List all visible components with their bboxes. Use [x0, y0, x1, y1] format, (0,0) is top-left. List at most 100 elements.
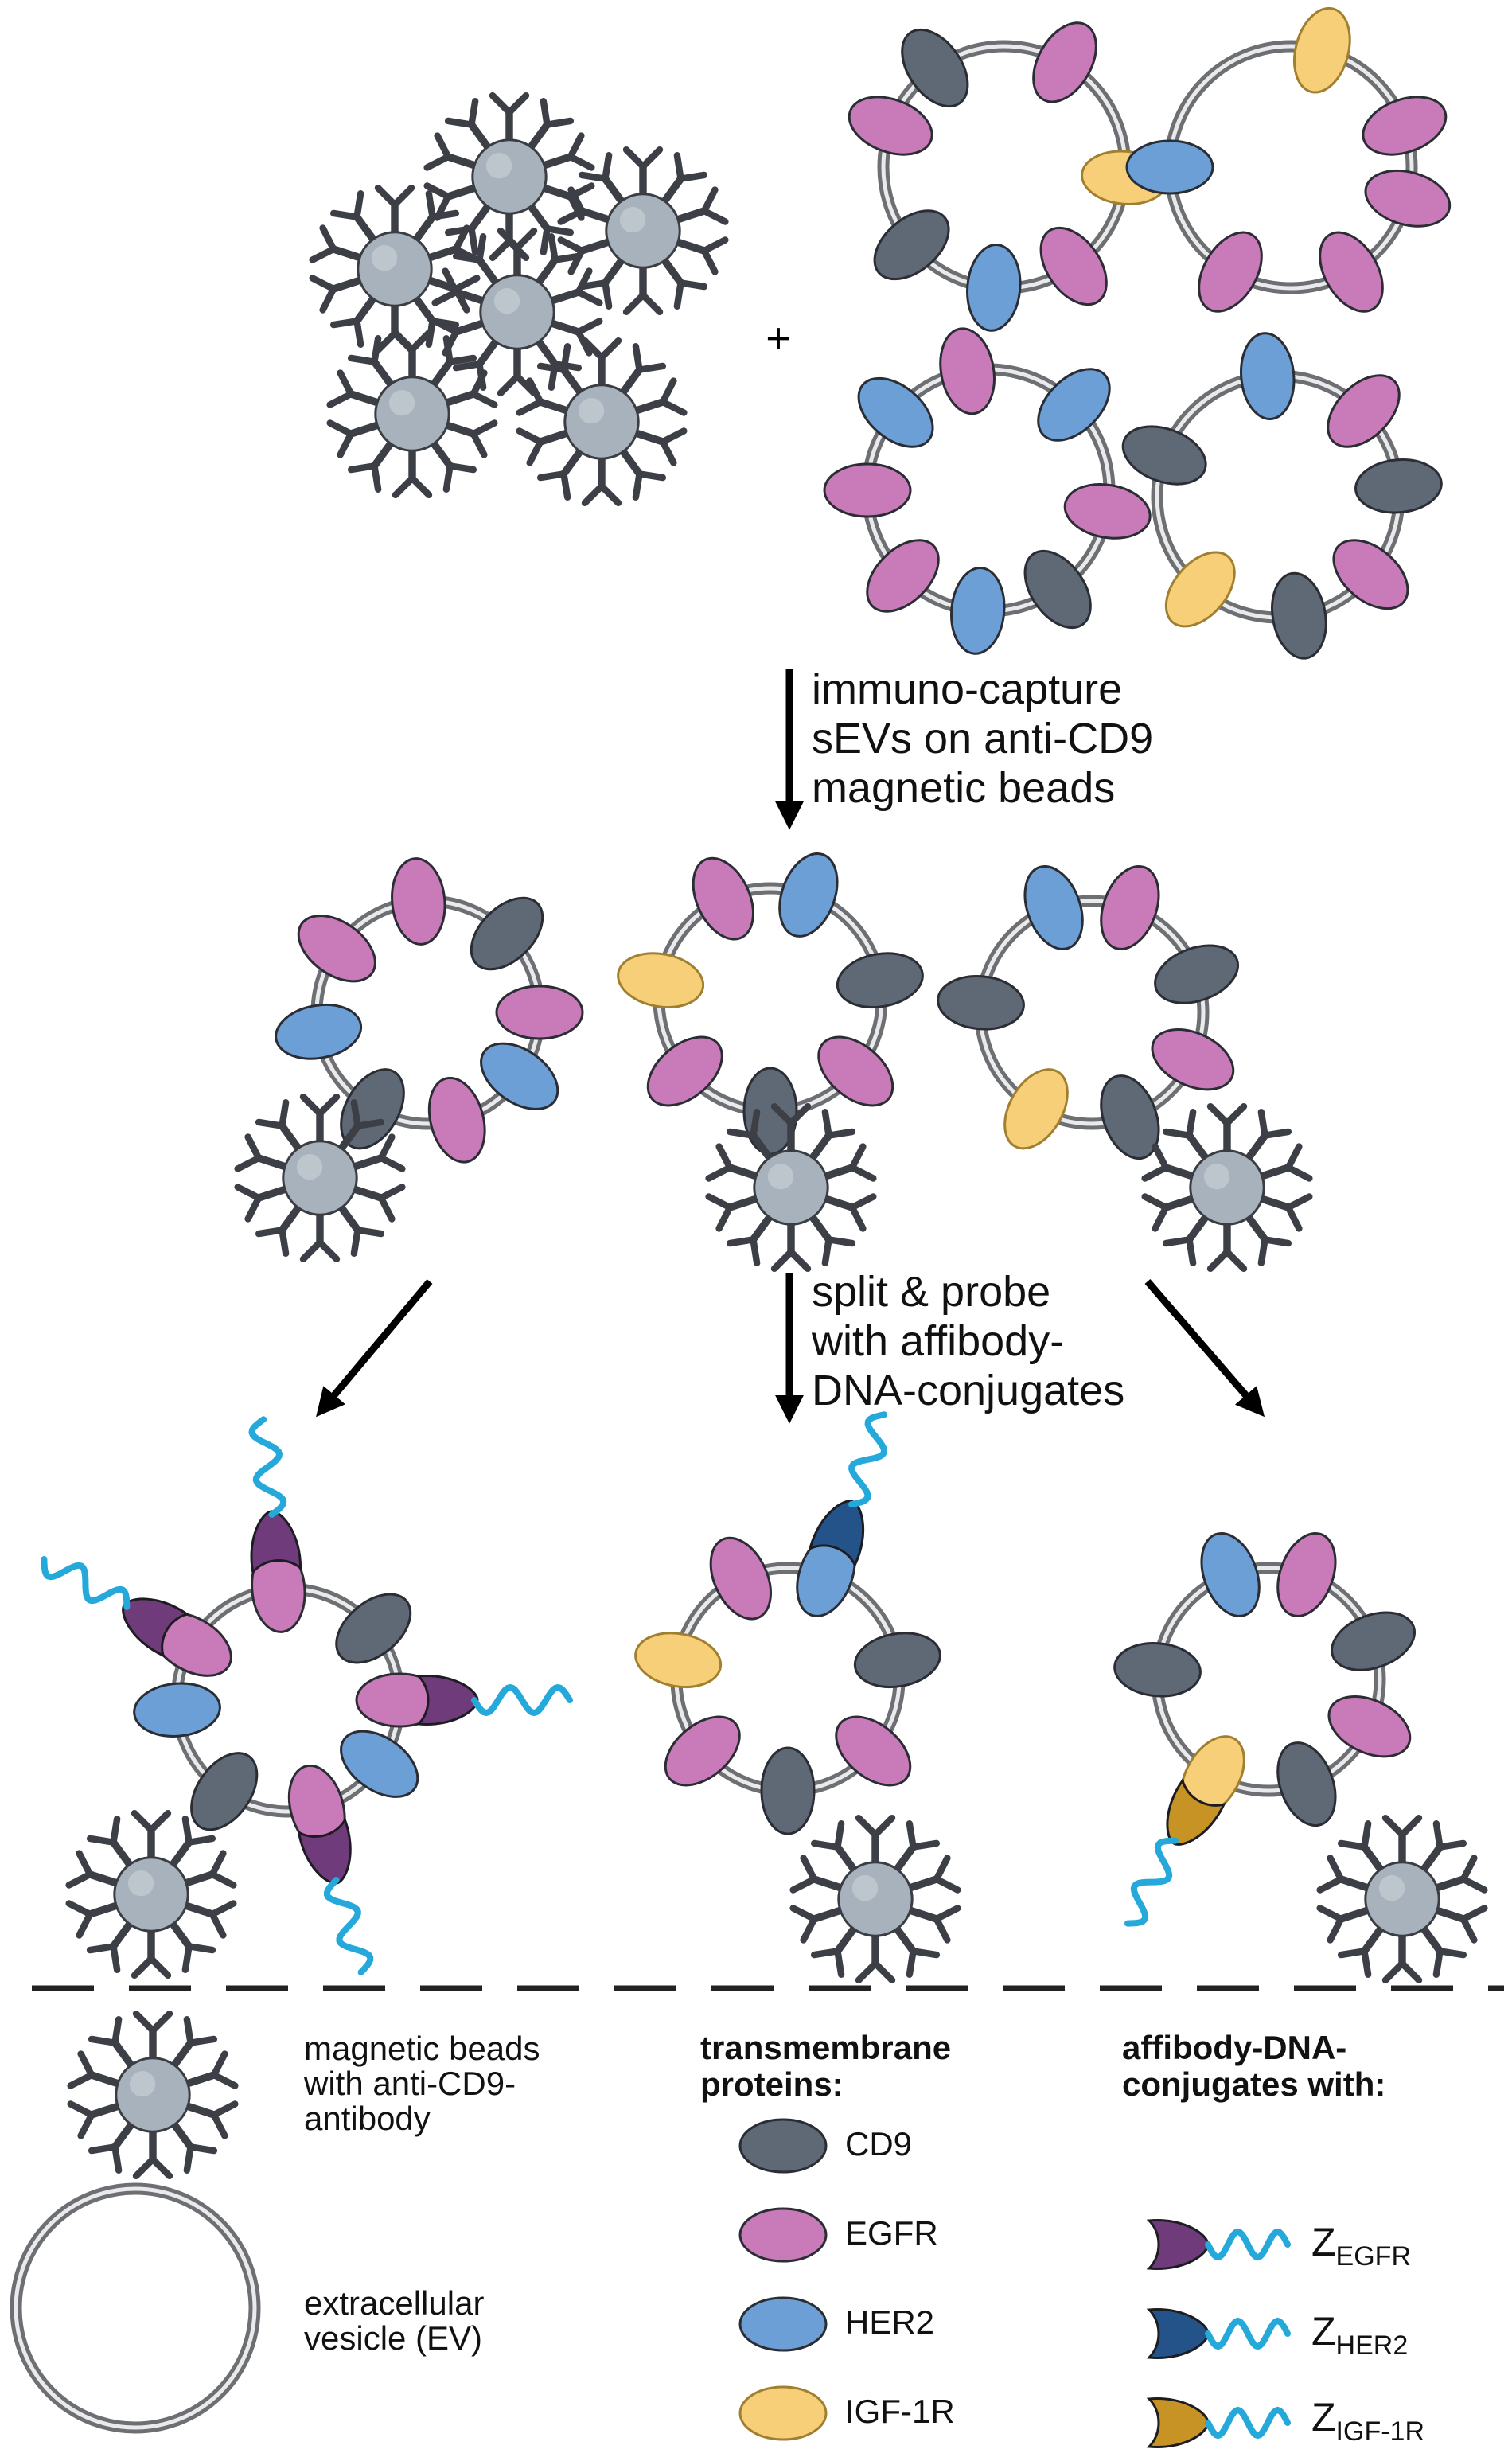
- antibody-stem: [559, 444, 586, 478]
- antibody-arm: [1436, 1839, 1467, 1851]
- antibody-stem: [544, 318, 583, 336]
- antibody-arm: [800, 1915, 818, 1944]
- legend-bead-icon: [67, 2010, 239, 2180]
- antibody-arm: [906, 1948, 917, 1978]
- antibody-arm: [544, 117, 575, 128]
- antibody-arm: [581, 482, 606, 507]
- her2-protein: [966, 244, 1022, 332]
- capture-caption-line-3: magnetic beads: [812, 764, 1116, 812]
- antibody-arm: [673, 279, 684, 310]
- beads-label-line-2: with anti-CD9-: [304, 2065, 516, 2102]
- egfr-protein: [1039, 226, 1108, 306]
- antibody-arm: [181, 1816, 193, 1846]
- antibody-arm: [347, 462, 378, 474]
- egfr-protein: [817, 1035, 894, 1107]
- egfr-protein: [823, 462, 912, 518]
- dna-strand: [41, 1556, 131, 1610]
- antibody-arm: [1186, 1236, 1197, 1266]
- antibody-arm: [848, 1164, 877, 1182]
- antibody-arm: [319, 224, 337, 253]
- captured-bead-1: [234, 1093, 406, 1263]
- antibody-arm: [329, 318, 360, 329]
- antibody-stem: [890, 1843, 918, 1877]
- antibody-stem: [452, 288, 490, 306]
- z-egfr-affibody: [297, 1817, 352, 1885]
- antibody-arm: [131, 1809, 155, 1834]
- z-her2-subscript: HER2: [1335, 2330, 1409, 2361]
- z-egfr-affibody: [250, 1510, 302, 1575]
- egfr-protein: [939, 327, 996, 415]
- antibody-arm: [76, 1910, 94, 1939]
- dna-strand: [1124, 1837, 1179, 1927]
- antibody-arm: [347, 354, 378, 365]
- antibody-arm: [279, 1099, 290, 1129]
- antibody-arm: [147, 1809, 172, 1834]
- legend-conjugates-title: affibody-DNA- conjugates with:: [1122, 2030, 1385, 2103]
- antibody-arm: [578, 279, 609, 291]
- bead-highlight: [371, 244, 398, 271]
- antibody-arm: [575, 267, 593, 296]
- antibody-arm: [516, 427, 544, 446]
- antibody-arm: [350, 1227, 361, 1257]
- antibody-stem: [670, 237, 708, 255]
- affibody-shape: [250, 1510, 302, 1575]
- antibody-arm: [147, 1955, 172, 1979]
- antibody-stem: [1417, 1921, 1444, 1956]
- antibody-arm: [1141, 1164, 1170, 1182]
- antibody-stem: [629, 428, 667, 446]
- legend-z-egfr-label: ZEGFR: [1311, 2219, 1411, 2272]
- bead-core: [605, 193, 681, 269]
- antibody-arm: [187, 2143, 218, 2155]
- cd9-protein: [901, 28, 969, 108]
- antibody-arm: [825, 1236, 856, 1247]
- antibody-stem: [439, 390, 477, 408]
- probe-step-caption: split & probe with affibody- DNA-conjuga…: [812, 1267, 1124, 1415]
- antibody-arm: [933, 1915, 951, 1944]
- antibody-arm: [1398, 1960, 1423, 1984]
- antibody-arm: [392, 329, 416, 353]
- antibody-stem: [658, 253, 685, 287]
- bead-core: [374, 376, 450, 452]
- z-her2-affibody: [808, 1500, 865, 1568]
- egfr-protein: [1319, 231, 1384, 313]
- antibody-arm: [210, 2050, 228, 2079]
- plus-sign: +: [766, 314, 791, 362]
- antibody-arm: [377, 1154, 406, 1172]
- affibody-shape: [1146, 2308, 1210, 2359]
- antibody-arm: [526, 438, 544, 466]
- cd9-protein: [853, 1632, 941, 1689]
- antibody-arm: [77, 2050, 95, 2079]
- probe-caption-line-1: split & probe: [812, 1268, 1051, 1316]
- her2-protein: [275, 1003, 363, 1060]
- antibody-arm: [910, 1948, 941, 1959]
- antibody-stem: [109, 1838, 136, 1872]
- antibody-arm: [337, 430, 355, 458]
- antibody-arm: [726, 1236, 757, 1247]
- antibody-arm: [183, 2016, 194, 2046]
- antibody-arm: [1432, 1948, 1444, 1978]
- antibody-stem: [806, 1210, 833, 1244]
- antibody-arm: [557, 236, 586, 255]
- free-vesicle-4: [1121, 332, 1443, 660]
- legend-z-her2-label: ZHER2: [1311, 2308, 1408, 2361]
- antibody-stem: [329, 245, 368, 263]
- antibody-arm: [350, 1099, 361, 1129]
- antibody-arm: [1459, 1915, 1478, 1944]
- antibody-arm: [208, 1870, 237, 1889]
- antibody-stem: [353, 213, 380, 247]
- antibody-stem: [749, 1210, 776, 1244]
- arrow-probe-left: [316, 1279, 433, 1418]
- antibody-arm: [505, 92, 530, 116]
- antibody-stem: [444, 153, 482, 170]
- antibody-arm: [316, 1093, 341, 1117]
- antibody-stem: [578, 237, 616, 255]
- arrow-probe-right: [1144, 1279, 1265, 1418]
- egfr-protein: [664, 1715, 741, 1787]
- antibody-stem: [818, 1164, 856, 1181]
- antibody-arm: [581, 337, 606, 361]
- antibody-stem: [749, 1131, 776, 1165]
- antibody-arm: [470, 369, 488, 398]
- antibody-arm: [1141, 1193, 1170, 1211]
- antibody-stem: [88, 2071, 126, 2089]
- bead-core: [471, 138, 548, 215]
